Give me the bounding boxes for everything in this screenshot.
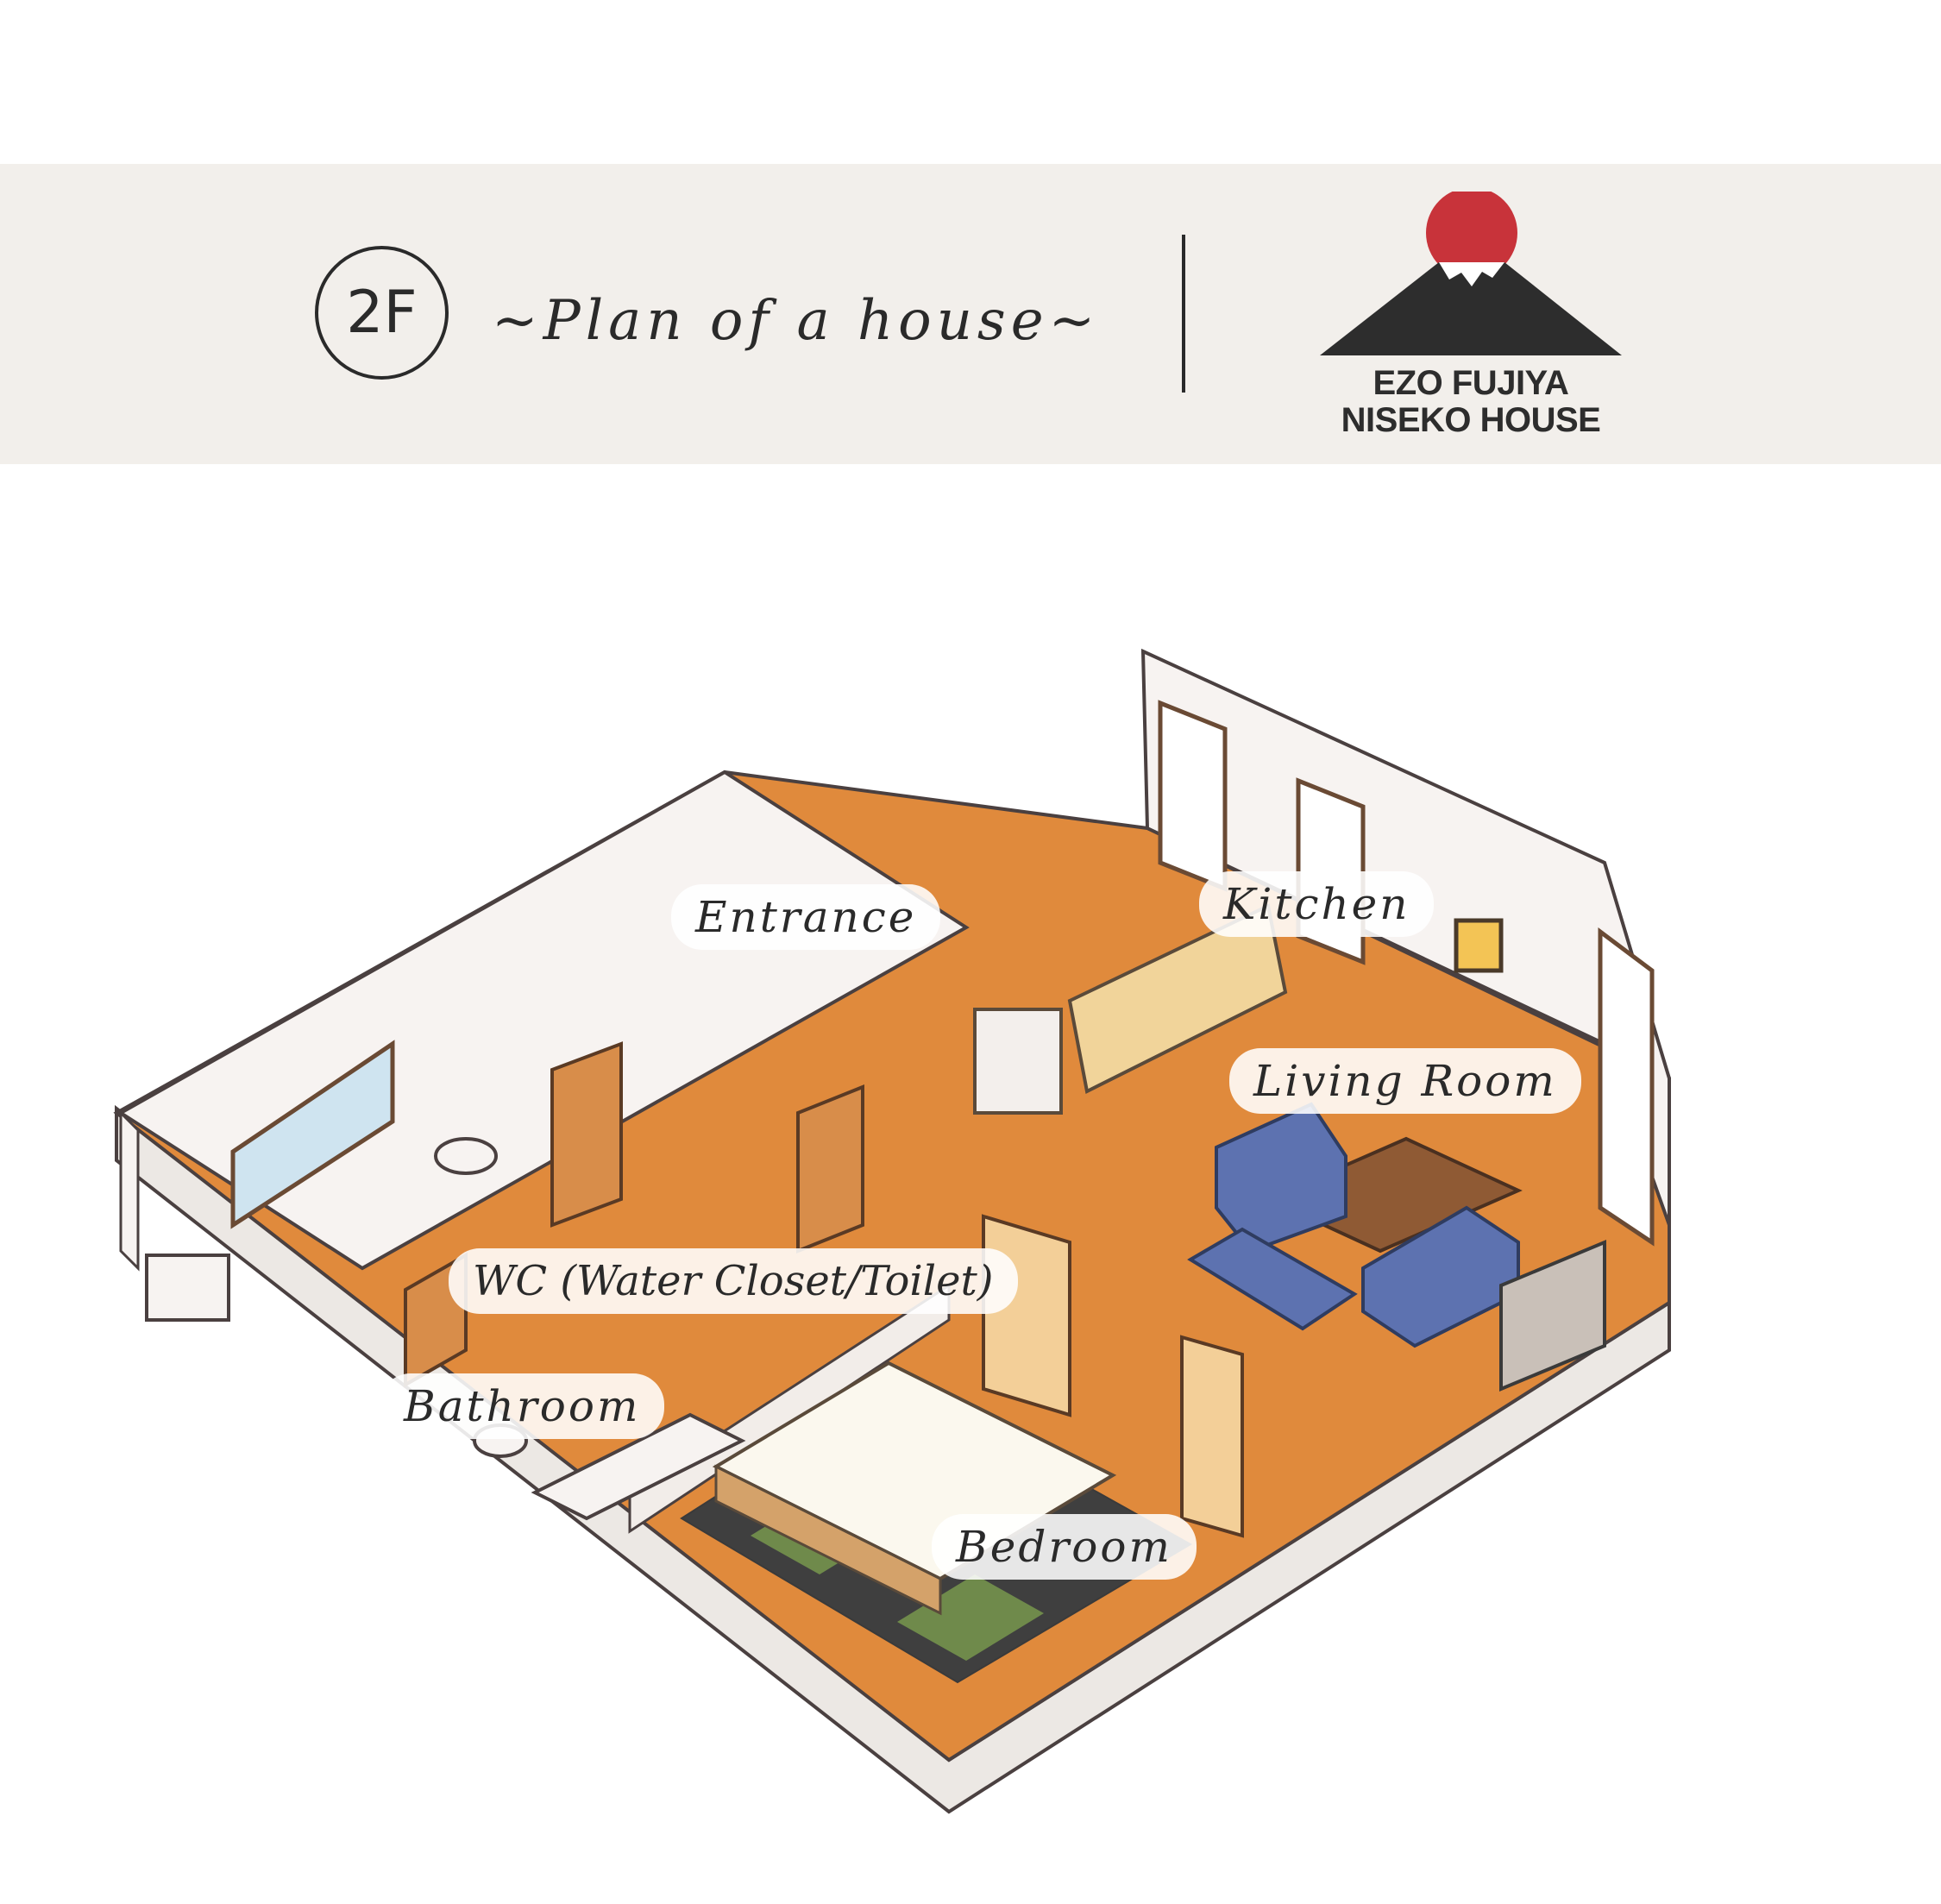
logo-line2: NISEKO HOUSE	[1341, 401, 1601, 439]
bed-frame	[714, 1464, 942, 1616]
sun-icon	[1426, 187, 1517, 279]
room-label-bedroom: Bedroom	[932, 1514, 1197, 1580]
door-storage	[796, 1084, 864, 1254]
tv-stand	[1499, 1240, 1606, 1392]
floor-badge: 2F	[315, 246, 449, 380]
door-bedroom	[982, 1214, 1071, 1417]
kitchen-wall	[1140, 648, 1671, 1226]
left-wall	[119, 1109, 140, 1272]
window-bathroom	[230, 1040, 395, 1229]
bathtub	[531, 1412, 746, 1521]
logo-line1: EZO FUJIYA	[1373, 364, 1569, 402]
header-divider	[1182, 235, 1185, 393]
sink	[434, 1137, 498, 1175]
bedroom-partition	[628, 1283, 951, 1534]
room-label-kitchen: Kitchen	[1199, 871, 1435, 937]
door-entrance	[550, 1041, 623, 1228]
snowcap-icon	[1439, 262, 1504, 286]
washing-machine	[145, 1254, 230, 1322]
sofa-front	[1187, 1227, 1358, 1331]
room-label-living-room: Living Room	[1229, 1048, 1581, 1114]
tatami-tile	[897, 1574, 1044, 1661]
window-kitchen-1	[1158, 700, 1228, 892]
room-label-bathroom: Bathroom	[380, 1373, 665, 1439]
room-label-entrance: Entrance	[671, 884, 941, 950]
window-living	[1598, 927, 1655, 1247]
room-label-wc: WC (Water Closet/Toilet)	[449, 1248, 1018, 1314]
fuji-logo-icon	[1320, 187, 1622, 355]
fridge	[973, 1008, 1063, 1115]
logo: EZO FUJIYA NISEKO HOUSE	[1311, 187, 1630, 450]
page-title: ~Plan of a house~	[492, 289, 1101, 353]
door-closet	[1180, 1335, 1244, 1538]
kitchen-counter	[1067, 903, 1288, 1094]
wall-picture	[1454, 918, 1504, 973]
floor-badge-text: 2F	[346, 279, 418, 347]
mountain-icon	[1320, 262, 1622, 355]
